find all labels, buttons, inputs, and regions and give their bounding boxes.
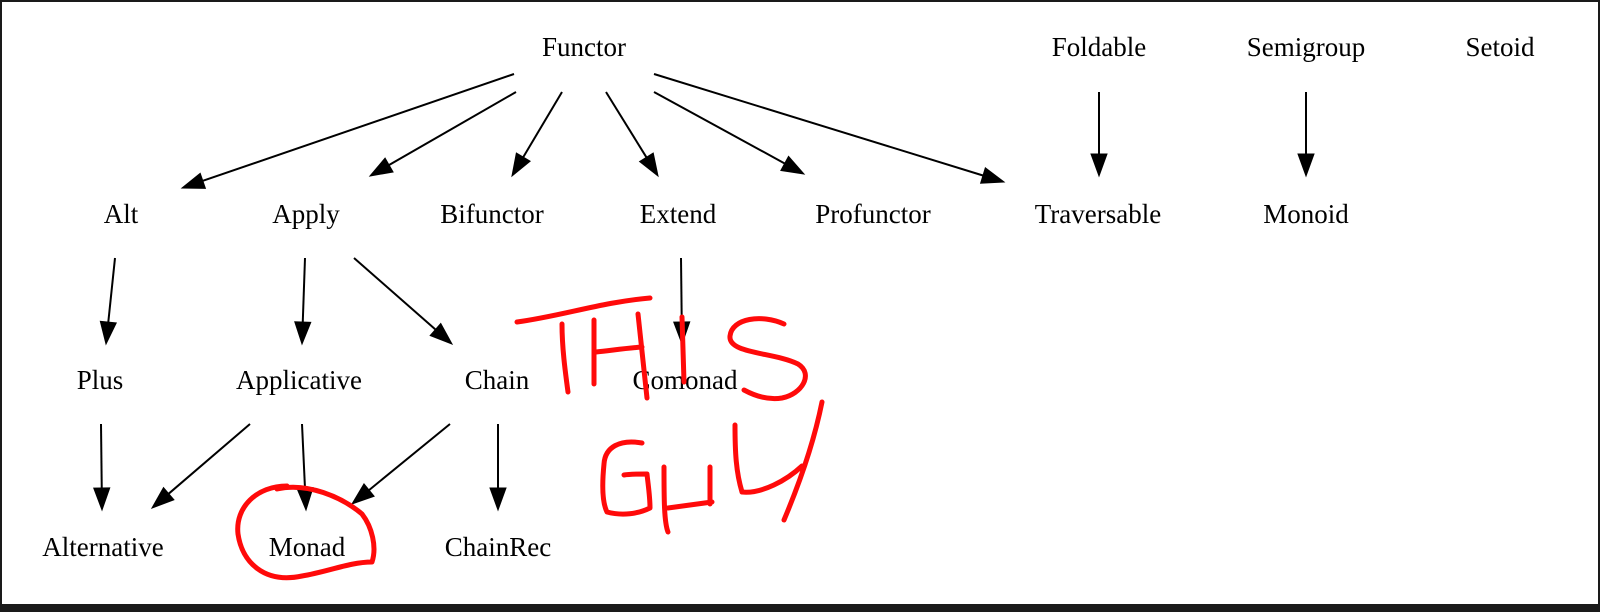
node-traversable: Traversable xyxy=(1035,199,1161,229)
arrowhead-plus-to-alternative xyxy=(93,487,111,512)
node-setoid: Setoid xyxy=(1465,32,1535,62)
monad-highlight-circle xyxy=(235,483,377,581)
arrowhead-semigroup-to-monoid xyxy=(1297,153,1315,178)
edge-functor-to-profunctor xyxy=(653,91,786,165)
edge-functor-to-alt xyxy=(202,73,515,182)
node-chainrec: ChainRec xyxy=(445,532,551,562)
edge-applicative-to-alternative xyxy=(168,423,251,495)
edge-functor-to-extend xyxy=(605,91,648,158)
node-chain: Chain xyxy=(465,365,530,395)
arrowhead-apply-to-chain xyxy=(429,322,454,345)
annotation-letter-i xyxy=(679,314,687,385)
edge-plus-to-alternative xyxy=(100,423,103,489)
arrowhead-apply-to-applicative xyxy=(294,321,312,346)
handwritten-annotation xyxy=(235,295,825,581)
arrowhead-applicative-to-alternative xyxy=(150,486,175,509)
edge-functor-to-traversable xyxy=(653,73,984,177)
annotation-letter-y xyxy=(732,399,825,523)
edge-functor-to-apply xyxy=(388,91,517,166)
edges-layer xyxy=(93,73,1315,512)
arrowhead-alt-to-plus xyxy=(99,320,118,346)
node-extend: Extend xyxy=(640,199,717,229)
edge-alt-to-plus xyxy=(107,257,116,323)
node-bifunctor: Bifunctor xyxy=(440,199,543,229)
arrowhead-chain-to-chainrec xyxy=(489,487,507,512)
edge-apply-to-chain xyxy=(353,257,437,331)
arrowhead-foldable-to-traversable xyxy=(1090,153,1108,178)
edge-extend-to-comonad xyxy=(680,257,683,323)
node-alt: Alt xyxy=(104,199,139,229)
edge-chain-to-monad xyxy=(368,423,451,491)
annotation-letter-h xyxy=(591,311,650,401)
annotation-letter-t-stem xyxy=(559,321,571,395)
node-semigroup: Semigroup xyxy=(1247,32,1366,62)
arrowhead-functor-to-traversable xyxy=(979,167,1006,184)
arrowhead-functor-to-extend xyxy=(638,152,659,178)
edge-functor-to-bifunctor xyxy=(522,91,563,158)
node-profunctor: Profunctor xyxy=(815,199,930,229)
arrowhead-chain-to-monad xyxy=(350,483,375,505)
annotation-letter-u xyxy=(661,464,715,535)
edge-apply-to-applicative xyxy=(301,257,306,323)
annotation-letter-t xyxy=(514,295,653,325)
arrowhead-functor-to-bifunctor xyxy=(511,152,531,178)
annotation-letter-g xyxy=(600,439,653,517)
edge-applicative-to-monad xyxy=(301,423,306,489)
annotation-letter-s xyxy=(727,316,808,402)
node-monad: Monad xyxy=(269,532,346,562)
arrowhead-functor-to-profunctor xyxy=(780,155,806,175)
node-foldable: Foldable xyxy=(1052,32,1147,62)
arrowhead-functor-to-alt xyxy=(180,172,207,189)
arrowhead-functor-to-apply xyxy=(368,157,394,177)
node-apply: Apply xyxy=(272,199,340,229)
node-applicative: Applicative xyxy=(236,365,362,395)
node-monoid: Monoid xyxy=(1263,199,1349,229)
node-plus: Plus xyxy=(77,365,124,395)
node-alternative: Alternative xyxy=(42,532,163,562)
nodes-layer: Functor Foldable Semigroup Setoid Alt Ap… xyxy=(42,32,1535,562)
node-functor: Functor xyxy=(542,32,626,62)
